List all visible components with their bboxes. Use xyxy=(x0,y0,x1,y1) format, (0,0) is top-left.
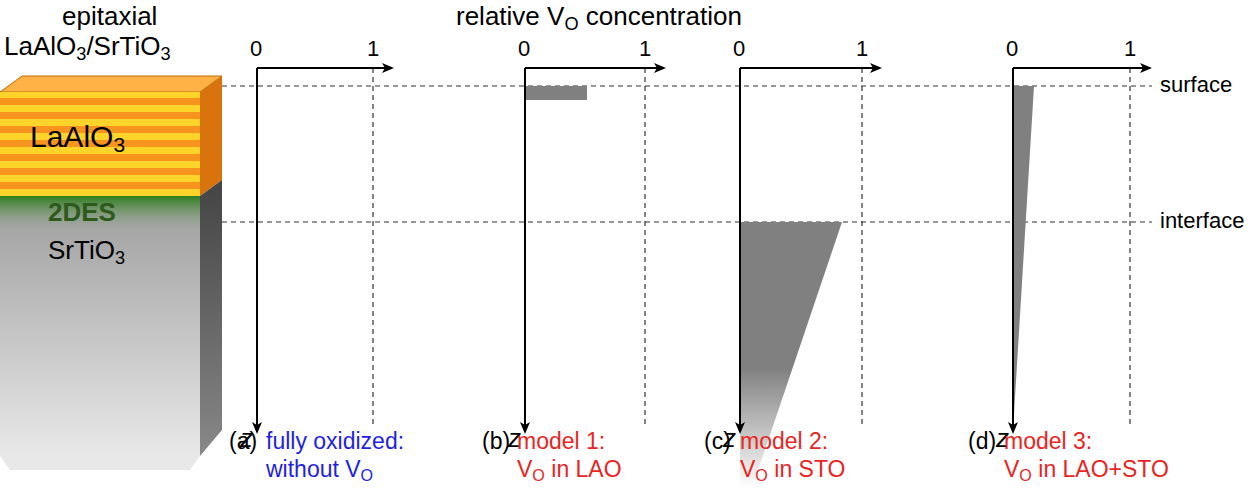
tick-label: 1 xyxy=(1124,36,1136,61)
panel-caption: model 2: VO in STO xyxy=(740,428,845,483)
layer-label: SrTiO3 xyxy=(48,236,125,266)
sample-title: epitaxial xyxy=(62,2,157,32)
layer-label: LaAlO3 xyxy=(30,120,125,155)
tick-label: 0 xyxy=(250,36,262,61)
sample-block xyxy=(0,76,222,470)
tick-label: 1 xyxy=(639,36,651,61)
layer-band: LaAlO3 xyxy=(0,92,200,196)
axes xyxy=(257,68,1150,432)
interface-band: 2DES xyxy=(0,196,200,236)
panel-letter: (c) xyxy=(704,428,731,454)
panel-caption: model 3: VO in LAO+STO xyxy=(1004,428,1169,483)
panel-caption: model 1: VO in LAO xyxy=(517,428,622,483)
axis-title: relative VO concentration xyxy=(456,2,742,32)
panel-letter: (b) xyxy=(482,428,510,454)
profile-model1 xyxy=(525,86,587,100)
sample-title: LaAlO3/SrTiO3 xyxy=(4,32,171,62)
tick-label: 0 xyxy=(733,36,745,61)
level-label: interface xyxy=(1160,208,1244,233)
level-label: surface xyxy=(1160,72,1232,97)
tick-label: 0 xyxy=(518,36,530,61)
substrate-band: SrTiO3 xyxy=(0,236,200,456)
panel-letter: (d) xyxy=(968,428,996,454)
tick-label: 0 xyxy=(1006,36,1018,61)
tick-label: 1 xyxy=(367,36,379,61)
tick-label: 1 xyxy=(856,36,868,61)
profile-model3 xyxy=(1013,86,1034,430)
panel-letter: (a) xyxy=(229,428,257,454)
layer-label: 2DES xyxy=(48,198,116,228)
panel-caption: fully oxidized: without VO xyxy=(266,428,404,483)
